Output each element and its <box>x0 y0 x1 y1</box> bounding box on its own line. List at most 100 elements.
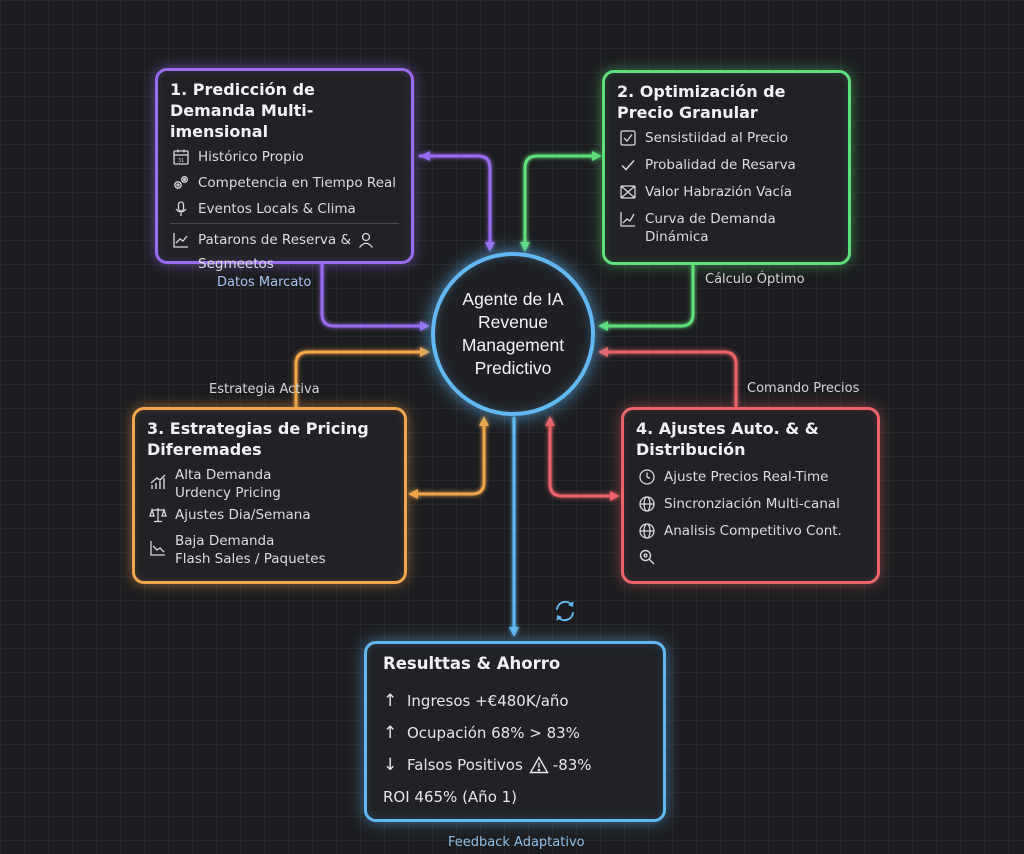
down-trend-icon <box>147 539 169 557</box>
result-row: ↑ Ingresos +€480K/año <box>383 691 647 711</box>
item-text: Sincronziación Multi-canal <box>664 496 840 512</box>
list-item: Patarons de Reserva & <box>170 231 399 249</box>
calendar-icon: 31 <box>170 148 192 166</box>
wire-box2-to-hub <box>602 264 695 328</box>
result-row: ↑ Ocupación 68% > 83% <box>383 723 647 743</box>
list-item: Competencia en Tiempo Real <box>170 174 399 192</box>
wire-hub-to-box4 <box>548 420 616 498</box>
list-item: Probalidad de Resarva <box>617 156 836 174</box>
arrowhead <box>485 242 495 252</box>
box-demand-prediction: 1. Predicción de Demanda Multi-imensiona… <box>155 68 414 272</box>
result-text: Ingresos +€480K/año <box>407 692 569 710</box>
box-results: Resulttas & Ahorro ↑ Ingresos +€480K/año… <box>364 641 666 822</box>
item-subtext: Flash Sales / Paquetes <box>175 551 326 567</box>
arrowhead <box>610 491 620 501</box>
list-item: Eventos Locals & Clima <box>170 200 399 218</box>
clock-icon <box>636 468 658 486</box>
list-item: Segmeetos <box>170 255 399 273</box>
item-text: Alta Demanda <box>175 467 272 483</box>
roi-row: ROI 465% (Año 1) <box>383 787 647 807</box>
list-item: Ajustes Dia/Semana <box>147 506 392 524</box>
arrow-down-icon: ↓ <box>383 755 398 775</box>
divider <box>170 223 399 224</box>
wire-box3-to-hub-top <box>294 350 426 409</box>
item-text: Analisis Competitivo Cont. <box>664 523 842 539</box>
wire-hub-to-box2 <box>523 154 598 248</box>
box1-title: 1. Predicción de Demanda Multi-imensiona… <box>170 80 315 141</box>
arrowhead <box>420 347 430 357</box>
item-text: Eventos Locals & Clima <box>198 201 356 217</box>
box2-title: 2. Optimización de Precio Granular <box>617 82 786 122</box>
wire-box4-to-hub-top <box>602 350 738 409</box>
svg-text:31: 31 <box>178 158 184 164</box>
hub-ai-agent: Agente de IA Revenue Management Predicti… <box>431 252 595 416</box>
line-chart-icon <box>617 210 639 228</box>
roi-text: ROI 465% (Año 1) <box>383 788 518 806</box>
item-text: Patarons de Reserva & <box>198 232 351 248</box>
checkbox-icon <box>617 129 639 147</box>
item-text: Curva de Demanda Dinámica <box>645 211 776 245</box>
list-item: 31 Histórico Propio <box>170 148 399 166</box>
bar-trend-icon <box>147 473 169 491</box>
box3-title: 3. Estrategias de Pricing Diferemades <box>147 419 369 459</box>
box-pricing-strategies: 3. Estrategias de Pricing Diferemades Al… <box>132 407 407 584</box>
list-item: Sensistiidad al Precio <box>617 129 836 147</box>
arrowhead <box>592 151 602 161</box>
wire-box3-to-hub-bottom <box>410 420 486 496</box>
result-text: Falsos Positivos <box>407 756 523 774</box>
search-icon <box>636 548 658 566</box>
arrowhead <box>598 321 608 331</box>
label-comando-precios: Comando Precios <box>747 381 860 396</box>
warning-icon <box>529 756 549 774</box>
result-row: ↓ Falsos Positivos -83% <box>383 755 647 775</box>
list-item: Ajuste Precios Real-Time <box>636 468 865 486</box>
item-text: Baja Demanda <box>175 533 275 549</box>
chart-icon <box>170 231 192 249</box>
refresh-icon <box>556 600 574 622</box>
list-item <box>636 548 865 566</box>
item-text: Histórico Propio <box>198 149 304 165</box>
item-text: Probalidad de Resarva <box>645 157 796 173</box>
check-icon <box>617 156 639 174</box>
item-subtext: Urdency Pricing <box>175 485 281 501</box>
item-text: Valor Habrazión Vacía <box>645 184 792 200</box>
arrow-up-icon: ↑ <box>383 723 398 743</box>
box-auto-adjustments: 4. Ajustes Auto. & & Distribución Ajuste… <box>621 407 880 584</box>
label-datos-mercado: Datos Marcato <box>217 275 312 290</box>
item-text: Sensistiidad al Precio <box>645 130 788 146</box>
wire-box1-to-hub-top <box>418 154 492 248</box>
arrow-up-icon: ↑ <box>383 691 398 711</box>
list-item: Valor Habrazión Vacía <box>617 183 836 201</box>
item-text: Segmeetos <box>198 256 274 272</box>
label-estrategia-activa: Estrategia Activa <box>209 382 320 397</box>
result-text: -83% <box>552 756 592 774</box>
arrowhead <box>420 321 430 331</box>
list-item: Sincronziación Multi-canal <box>636 495 865 513</box>
list-item: Analisis Competitivo Cont. <box>636 522 865 540</box>
arrowhead <box>598 347 608 357</box>
microphone-icon <box>170 200 192 218</box>
user-icon <box>355 231 377 249</box>
scale-icon <box>147 506 169 524</box>
gears-icon <box>170 174 192 192</box>
hub-title: Agente de IA Revenue Management Predicti… <box>461 289 565 378</box>
arrowhead <box>408 489 418 499</box>
label-calculo-optimo: Cálculo Óptimo <box>705 272 805 287</box>
results-title: Resulttas & Ahorro <box>383 654 561 673</box>
arrowhead <box>520 242 530 252</box>
item-text: Ajuste Precios Real-Time <box>664 469 829 485</box>
result-text: Ocupación 68% > 83% <box>407 724 580 742</box>
box4-title: 4. Ajustes Auto. & & Distribución <box>636 419 819 459</box>
item-text: Ajustes Dia/Semana <box>175 507 311 523</box>
arrowhead <box>509 627 519 637</box>
arrowhead <box>479 416 489 426</box>
crossed-box-icon <box>617 183 639 201</box>
wire-box1-to-hub-left <box>320 262 426 328</box>
arrowhead <box>545 416 555 426</box>
arrowhead <box>420 151 430 161</box>
globe-icon <box>636 522 658 540</box>
label-feedback-adaptativo: Feedback Adaptativo <box>448 835 585 850</box>
list-item: Curva de Demanda Dinámica <box>617 210 836 246</box>
